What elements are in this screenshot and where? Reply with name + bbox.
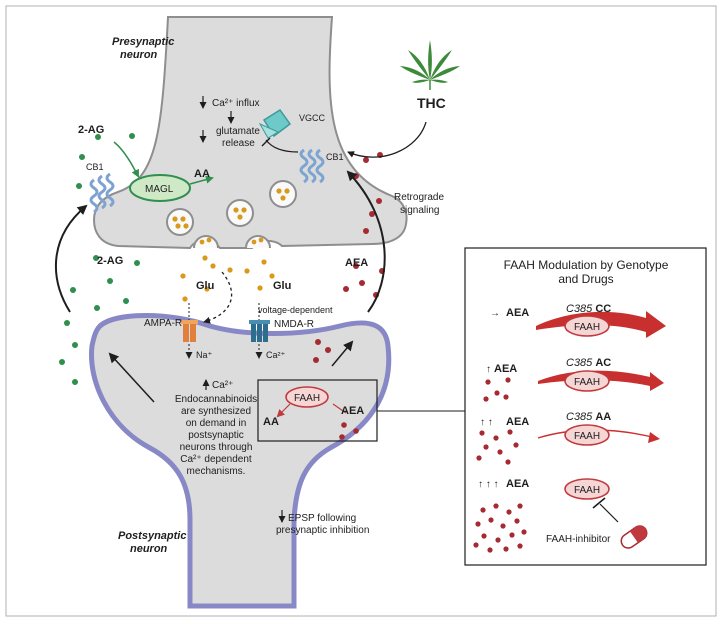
row4-faah: FAAH [574, 485, 600, 496]
panel-faah-enzymes [564, 315, 610, 500]
two-ag-molecules [59, 133, 140, 385]
pill-icon [620, 525, 648, 549]
presynaptic-label-1: Presynaptic [112, 36, 174, 48]
voltage-dependent-label: voltage-dependent [258, 305, 333, 315]
cb1-receptor-left [89, 172, 115, 214]
ca-influx-label: Ca²⁺ influx [212, 98, 260, 109]
endo-line-1: Endocannabinoids [175, 394, 257, 405]
nmda-label: NMDA-R [274, 319, 314, 330]
endocannabinoid-text: Endocannabinoids are synthesized on dema… [175, 394, 257, 477]
row3-aea: AEA [506, 416, 529, 428]
ampa-receptor [181, 320, 198, 342]
cannabis-leaf-icon [400, 40, 460, 90]
row1-arrows: → [490, 308, 500, 319]
thc-label: THC [417, 95, 446, 111]
epsp-label-2: presynaptic inhibition [276, 525, 369, 536]
ca-up-label: Ca²⁺ [212, 380, 233, 391]
vgcc-channel [258, 108, 292, 139]
endo-line-6: Ca²⁺ dependent [180, 454, 252, 465]
panel-aea-dots [473, 377, 527, 553]
faah-panel [464, 247, 707, 566]
endo-line-5: neurons through [180, 442, 253, 453]
aea-mid-label: AEA [345, 257, 368, 269]
two-ag-top-label: 2-AG [78, 124, 104, 136]
two-ag-to-magl-arrow [113, 141, 139, 178]
row1-faah: FAAH [574, 322, 600, 333]
retrograde-label-2: signaling [400, 205, 439, 216]
presynaptic-label-2: neuron [120, 49, 158, 61]
aea-molecules [313, 152, 385, 363]
aa-inset-label: AA [263, 416, 279, 428]
row3-genotype: C385 AA [566, 411, 611, 423]
row3-faah: FAAH [574, 431, 600, 442]
row2-aea: AEA [494, 363, 517, 375]
cb1-right-label: CB1 [326, 152, 344, 162]
aea-inset-molecules [339, 422, 359, 440]
glutamate-label-1: glutamate [216, 126, 260, 137]
thc-arrow [347, 121, 427, 158]
ampa-label: AMPA-R [144, 318, 182, 329]
glutamate-to-ampa-arrow [203, 271, 233, 324]
epsp-label-1: EPSP following [288, 513, 356, 524]
cb1-left-label: CB1 [86, 162, 104, 172]
retrograde-label-1: Retrograde [394, 192, 444, 203]
row4-aea: AEA [506, 478, 529, 490]
vgcc-label: VGCC [299, 113, 326, 123]
vgcc-inhibition-line [265, 139, 299, 153]
retrograde-arrow-left [54, 204, 88, 313]
row1-genotype: C385 CC [566, 303, 611, 315]
aa-top-label: AA [194, 168, 210, 180]
postsynaptic-label-2: neuron [130, 543, 168, 555]
row1-aea: AEA [506, 307, 529, 319]
faah-inhibitor-label: FAAH-inhibitor [546, 534, 611, 545]
row3-arrows: ↑ ↑ [480, 417, 493, 428]
nmda-receptor [249, 320, 270, 342]
panel-title-2: and Drugs [558, 272, 613, 286]
magl-enzyme [129, 174, 191, 202]
two-ag-left-label: 2-AG [97, 255, 123, 267]
endo-line-7: mechanisms. [187, 466, 246, 477]
glutamate-molecules [180, 255, 275, 302]
endo-line-4: postsynaptic [188, 430, 244, 441]
row2-faah: FAAH [574, 377, 600, 388]
endo-line-2: are synthesized [181, 406, 251, 417]
faah-inset-label: FAAH [294, 393, 320, 404]
faah-enzyme-inset [285, 386, 329, 408]
row2-arrows: ↑ [486, 364, 491, 375]
postsynaptic-label-1: Postsynaptic [118, 530, 186, 542]
glutamate-label-2: release [222, 138, 255, 149]
row4-arrows: ↑ ↑ ↑ [478, 479, 499, 490]
magl-label: MAGL [145, 184, 174, 195]
glu-left-label: Glu [196, 280, 214, 292]
panel-title-1: FAAH Modulation by Genotype [504, 258, 669, 272]
endo-line-3: on demand in [186, 418, 247, 429]
na-label: Na⁺ [196, 350, 213, 360]
retrograde-arrow-right [346, 170, 386, 313]
row2-genotype: C385 AC [566, 357, 611, 369]
synaptic-vesicles [166, 180, 297, 249]
glu-right-label: Glu [273, 280, 291, 292]
ca-nmda-label: Ca²⁺ [266, 350, 286, 360]
cb1-receptor-right [299, 148, 325, 184]
aea-inset-label: AEA [341, 405, 364, 417]
